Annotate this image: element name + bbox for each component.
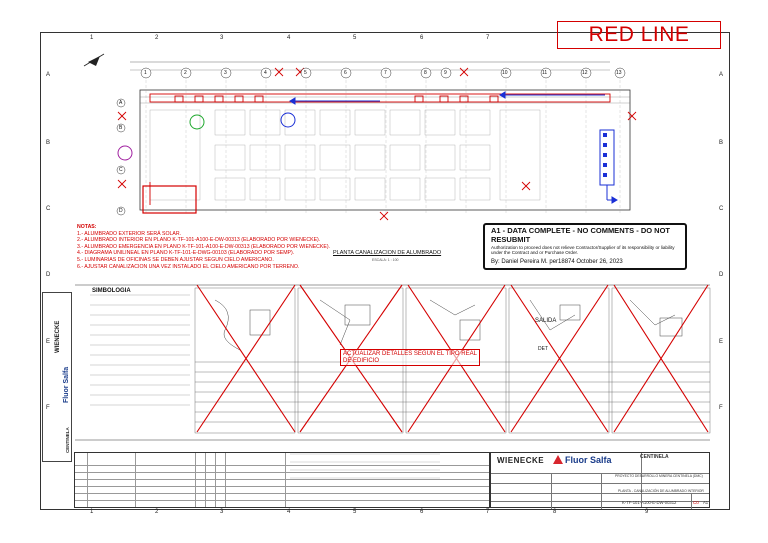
row-bubble: D (119, 208, 123, 214)
grid-row: C (719, 206, 724, 212)
grid-col: 5 (353, 35, 357, 41)
axis-bubble: 13 (616, 70, 622, 76)
title-block (490, 452, 710, 509)
grid-col: 6 (420, 509, 424, 515)
row-bubble: C (119, 167, 123, 173)
grid-col: 7 (486, 509, 490, 515)
notes-title: NOTAS: (77, 224, 97, 230)
grid-col: 3 (220, 509, 224, 515)
approval-stamp: A1 - DATA COMPLETE - NO COMMENTS - DO NO… (483, 223, 687, 270)
grid-col: 6 (420, 35, 424, 41)
grid-row: F (719, 405, 723, 411)
grid-col: 9 (645, 509, 649, 515)
note-item: 1.- ALUMBRADO EXTERIOR SERÁ SOLAR. (77, 230, 182, 237)
axis-bubble: 10 (502, 70, 508, 76)
axis-bubble: 3 (224, 70, 227, 76)
grid-row: C (46, 206, 51, 212)
approval-signature: By: Daniel Pereira M. per18874 October 2… (491, 258, 623, 265)
fluor-salfa-logo: Fluor Salfa (553, 455, 612, 465)
grid-row: D (719, 272, 724, 278)
grid-col: 7 (486, 35, 490, 41)
plan-scale: ESCALA: 1 : 100 (372, 258, 399, 262)
row-bubble: B (119, 125, 123, 131)
detail-red-note: ACTUALIZAR DETALLES SEGUN EL TIPO REAL D… (340, 349, 480, 366)
detail-label-det: DET (538, 346, 548, 352)
plan-title: PLANTA CANALIZACION DE ALUMBRADO (333, 250, 442, 256)
grid-col: 2 (155, 35, 159, 41)
grid-col: 8 (553, 509, 557, 515)
grid-row: B (719, 140, 724, 146)
left-logo-strip: WIENECKE Fluor Salfa CENTINELA (42, 292, 72, 462)
sheet-size: A1 (703, 500, 709, 505)
grid-row: A (719, 72, 724, 78)
grid-row: B (46, 140, 51, 146)
grid-row: D (46, 272, 51, 278)
project-name: PROYECTO DESARROLLO MINERA CENTINELA (DM… (615, 474, 703, 478)
axis-bubble: 11 (542, 70, 548, 76)
note-item: 2.- ALUMBRADO INTERIOR EN PLANO K-TF-101… (77, 237, 321, 244)
axis-bubble: 7 (384, 70, 387, 76)
left-logo-wienecke: WIENECKE (55, 320, 61, 353)
axis-bubble: 9 (444, 70, 447, 76)
axis-bubble: 12 (582, 70, 588, 76)
axis-bubble: 8 (424, 70, 427, 76)
fluor-triangle-icon (553, 455, 563, 464)
drawing-sheet (40, 32, 730, 510)
approval-disclaimer: Authorization to proceed does not reliev… (491, 245, 675, 256)
drawing-title: PLANTA - CANALIZACIÓN DE ALUMBRADO INTER… (618, 489, 704, 493)
red-line-stamp: RED LINE (557, 21, 721, 49)
axis-bubble: 6 (344, 70, 347, 76)
axis-bubble: 2 (184, 70, 187, 76)
general-notes: NOTAS: 1.- ALUMBRADO EXTERIOR SERÁ SOLAR… (77, 224, 330, 270)
axis-bubble: 1 (144, 70, 147, 76)
grid-col: 1 (90, 35, 94, 41)
note-item: 3.- ALUMBRADO EMERGENCIA EN PLANO K-TF-1… (77, 243, 331, 250)
axis-bubble: 5 (304, 70, 307, 76)
revision-code: C0 (693, 500, 699, 505)
grid-row: A (46, 72, 51, 78)
axis-bubble: 4 (264, 70, 267, 76)
detail-label-salida: SALIDA (535, 318, 557, 324)
grid-col: 4 (287, 509, 291, 515)
note-item: 5.- LUMINARIAS DE OFICINAS SE DEBEN AJUS… (77, 256, 274, 263)
note-item: 6.- AJUSTAR CANALIZACION UNA VEZ INSTALA… (77, 263, 300, 270)
wienecke-logo: WIENECKE (497, 456, 545, 465)
grid-row: F (46, 405, 50, 411)
row-bubble: A (119, 100, 123, 106)
grid-col: 5 (353, 509, 357, 515)
left-logo-owner: CENTINELA (65, 427, 70, 453)
grid-col: 1 (90, 509, 94, 515)
grid-col: 4 (287, 35, 291, 41)
grid-col: 3 (220, 35, 224, 41)
owner-logo: CENTINELA (640, 454, 669, 460)
fluor-salfa-name: Fluor Salfa (565, 455, 612, 465)
revision-table (74, 452, 490, 508)
symbology-title: SIMBOLOGIA (92, 288, 131, 294)
grid-col: 2 (155, 509, 159, 515)
grid-row: E (719, 339, 724, 345)
left-logo-fluor: Fluor Salfa (63, 366, 70, 403)
drawing-number: K-TF-101-A100-E-DW-00312 (622, 500, 677, 505)
north-arrow-icon (83, 53, 105, 67)
approval-status: A1 - DATA COMPLETE - NO COMMENTS - DO NO… (491, 226, 671, 244)
grid-row: E (46, 339, 51, 345)
note-item: 4.- DIAGRAMA UNILINEAL EN PLANO K-TF-101… (77, 250, 295, 257)
